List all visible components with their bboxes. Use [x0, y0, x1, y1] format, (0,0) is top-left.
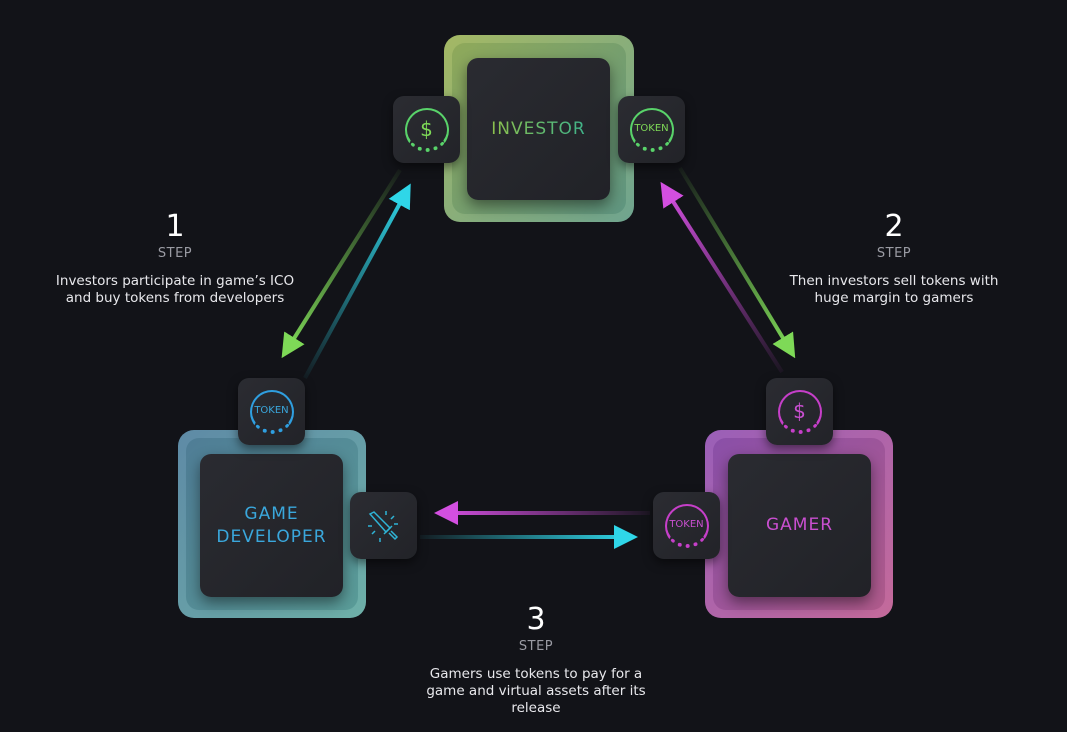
dollar-coin-icon: $ [393, 96, 460, 163]
gamer-node[interactable]: GAMER [728, 454, 871, 597]
arrow-gamer-to-investor [660, 181, 784, 374]
step-desc: release [511, 700, 561, 716]
investor-label: INVESTOR [491, 118, 586, 139]
step-label: STEP [876, 246, 912, 261]
step-label: STEP [518, 639, 554, 654]
arrow-investor-to-gamer [678, 166, 796, 359]
step-number: 2 [884, 209, 904, 244]
token-coin-icon: TOKEN [618, 96, 685, 163]
step-desc: game and virtual assets after its [426, 683, 646, 699]
arrow-investor-to-developer [281, 168, 402, 359]
step-1: 1 STEP Investors participate in game’s I… [45, 210, 305, 307]
dollar-coin-icon: $ [766, 378, 833, 445]
step-desc: Gamers use tokens to pay for a [429, 666, 643, 682]
step-desc: Investors participate in game’s ICO [55, 273, 295, 289]
dollar-coin-text: $ [404, 107, 449, 152]
developer-label-line1: GAME [244, 503, 299, 524]
sword-icon [350, 492, 417, 559]
step-number: 3 [526, 602, 546, 637]
step-desc: Then investors sell tokens with [789, 273, 999, 289]
token-coin-icon: TOKEN [238, 378, 305, 445]
step-label: STEP [157, 246, 193, 261]
step-number: 1 [165, 209, 185, 244]
token-coin-text: TOKEN [249, 389, 294, 434]
token-coin-icon: TOKEN [653, 492, 720, 559]
token-coin-text: TOKEN [629, 107, 674, 152]
step-desc: and buy tokens from developers [65, 290, 285, 306]
gamer-label: GAMER [765, 515, 834, 535]
developer-label-line2: DEVELOPER [216, 526, 327, 547]
step-desc: huge margin to gamers [814, 290, 974, 306]
investor-node[interactable]: INVESTOR [467, 58, 610, 200]
dollar-coin-text: $ [777, 389, 822, 434]
token-coin-text: TOKEN [664, 503, 709, 548]
developer-node[interactable]: GAME DEVELOPER [200, 454, 343, 597]
arrow-developer-to-investor [303, 183, 411, 379]
